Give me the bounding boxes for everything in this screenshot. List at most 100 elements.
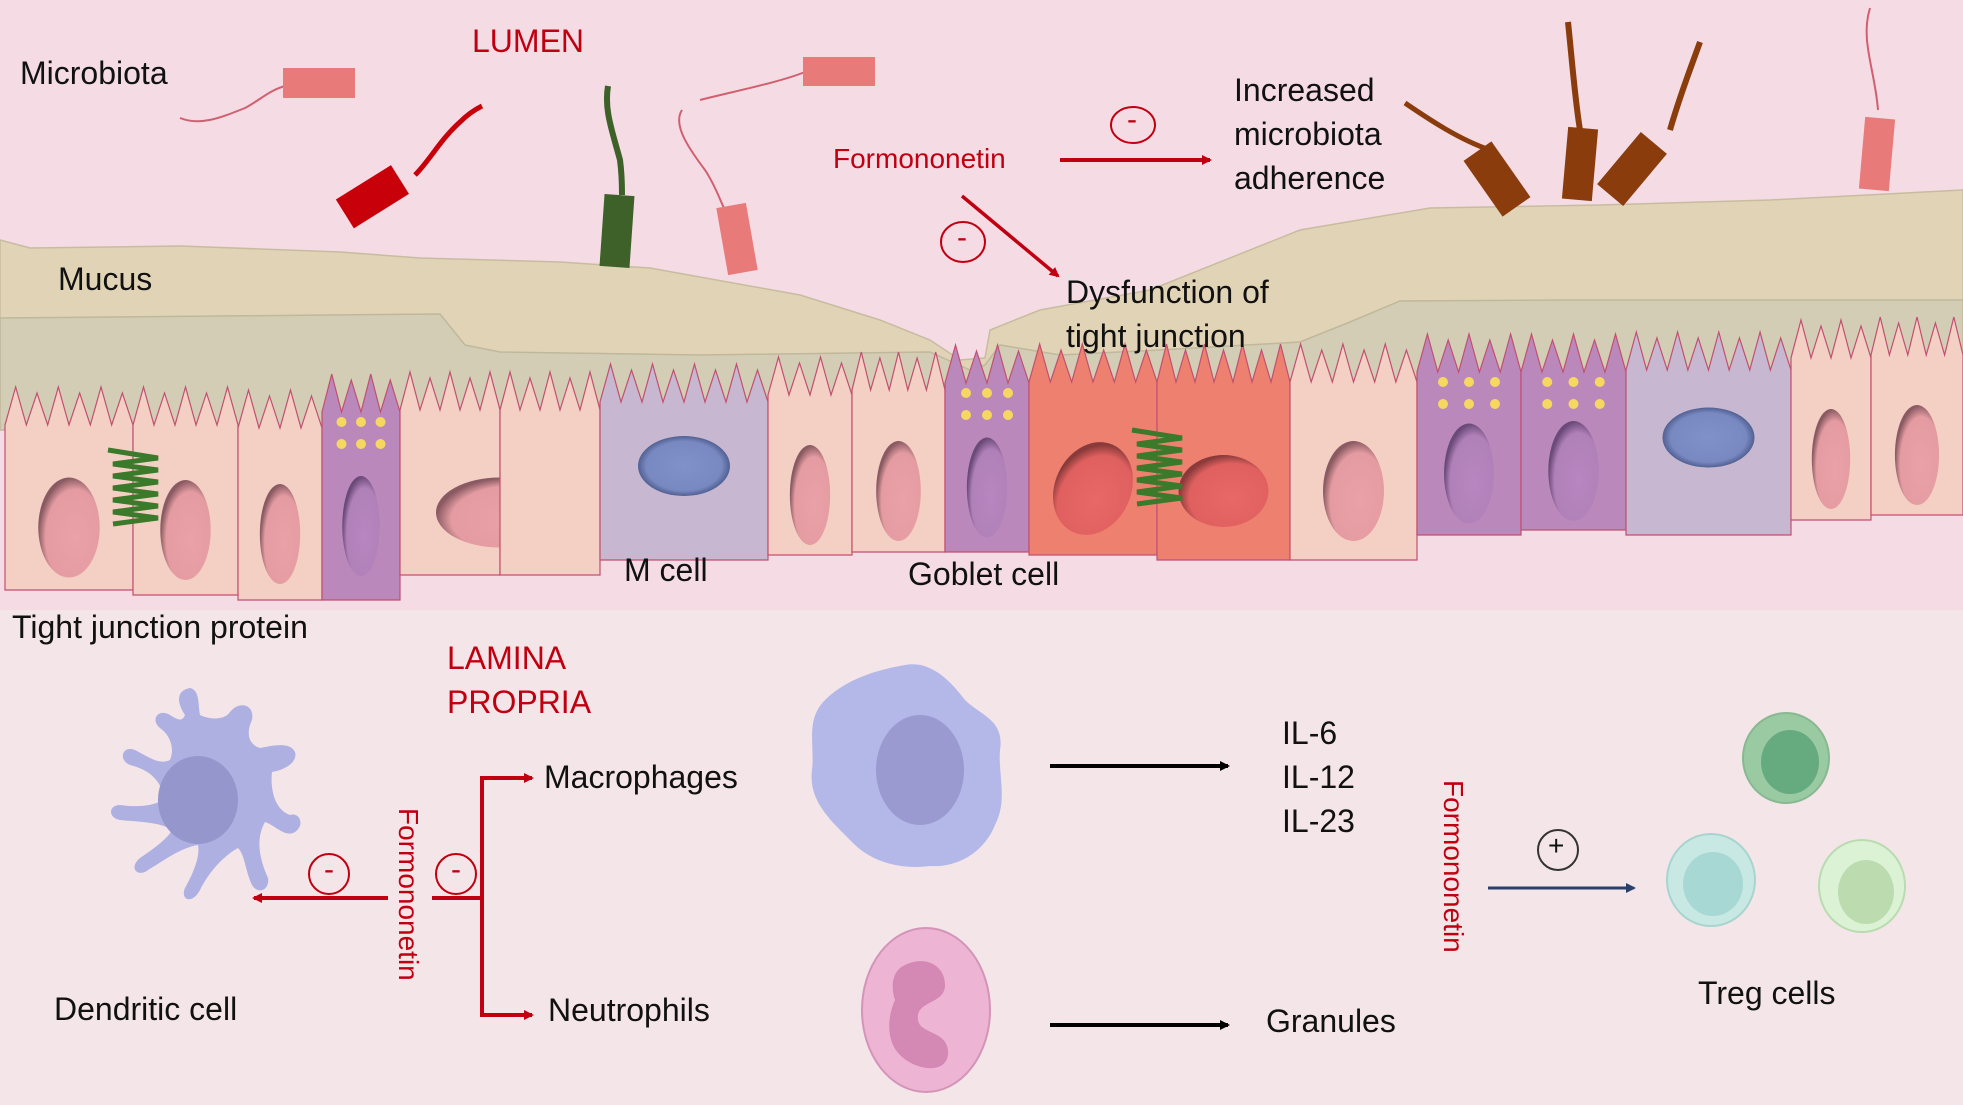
formononetin-label-lumen: Formononetin [833,143,1006,174]
mucin-granule [982,410,992,420]
epithelial-cell [1870,316,1963,516]
bacterium-pink-1 [179,68,355,123]
dendritic-cell-illustration [111,688,301,900]
mucin-granule [1464,399,1474,409]
nucleus [1178,455,1269,527]
bacterium-pink-3 [699,57,875,101]
inhibit-symbol-2: - [957,221,967,254]
goblet-cell [1520,331,1627,531]
nucleus [1323,441,1384,541]
goblet-cell [1416,331,1522,536]
mucin-granule [1568,399,1579,409]
epithelial-cell [499,369,601,576]
epithelial-cell [767,354,853,556]
epithelial-cell [1289,341,1418,561]
tight-junction-protein-label: Tight junction protein [12,609,308,645]
inhibit-circle-4 [435,853,477,895]
nucleus [638,436,730,496]
nucleus [1662,407,1755,468]
goblet-cell [321,373,401,601]
inhibit-symbol-3: - [324,853,334,886]
nucleus [1053,442,1133,535]
inhibit-circle-1 [1110,106,1156,144]
inhibit-circle-2 [940,221,986,263]
mucin-granule [1568,377,1579,387]
bacterium-red [335,103,484,229]
goblet-cell-label: Goblet cell [908,556,1060,592]
adherent-bacteria-brown [1403,21,1703,217]
mucin-granule [375,417,386,427]
mucin-granule [1003,388,1013,398]
tight-junction-protein-icon [107,447,159,527]
mucin-granule [961,388,971,398]
nucleus [789,445,831,545]
mucin-granule [356,417,366,427]
mucin-granule [1438,377,1448,387]
mucin-granule [1464,377,1474,387]
mucin-granule [1003,410,1013,420]
cytokine-il6-label: IL-6 [1282,715,1338,751]
microbiota-adherence-label: Increased microbiota adherence [1234,72,1386,196]
damaged-epithelial-cell [1156,343,1291,561]
epithelium [4,316,1963,601]
mucin-granule [982,388,992,398]
nucleus [38,477,100,578]
neutrophils-label: Neutrophils [548,992,710,1028]
neutrophil-illustration [861,927,991,1093]
granules-label: Granules [1266,1003,1396,1039]
tight-junction-protein-icon [1131,427,1183,507]
epithelial-cell [851,351,946,553]
arrow-to-tight-junction [960,194,1060,278]
promote-circle [1537,829,1579,871]
mucin-granule [336,417,347,427]
nucleus [160,480,211,580]
mucin-granule [1594,399,1605,409]
mucin-granule [1594,377,1605,387]
epithelial-cell [132,384,239,596]
nucleus [259,484,301,584]
nucleus [966,437,1008,538]
formononetin-label-lamina: Formononetin [392,808,424,981]
nucleus [1444,423,1494,524]
nucleus [1548,421,1599,521]
mucin-granule [375,439,386,449]
treg-cells-illustration [1666,712,1906,933]
cytokine-il12-label: IL-12 [1282,759,1355,795]
inhibit-symbol-1: - [1127,103,1137,136]
dendritic-cell-label: Dendritic cell [54,991,238,1027]
macrophage-illustration [811,664,1002,867]
mucin-granule [336,439,347,449]
nucleus [1811,409,1851,509]
formononetin-label-treg: Formononetin [1437,780,1469,953]
mucin-granule [1542,377,1553,387]
mucin-granule [961,410,971,420]
mucin-granule [1490,377,1500,387]
m-cell [599,361,769,561]
microbiota-label: Microbiota [20,55,168,91]
lumen-region-label: LUMEN [472,23,585,59]
m-cell-label: M cell [624,552,708,588]
mucin-granule [1438,399,1448,409]
epithelial-cell [1790,317,1872,521]
promote-symbol: + [1548,830,1565,861]
mucus-label: Mucus [58,261,153,297]
nucleus [342,476,380,576]
damaged-epithelial-cell [1028,341,1158,556]
bacterium-pink-2 [678,109,758,276]
goblet-cell [944,342,1030,553]
nucleus [876,441,921,541]
cytokine-il23-label: IL-23 [1282,803,1355,839]
nucleus [1894,405,1940,505]
lamina-propria-region-label: LAMINA PROPRIA [447,640,592,720]
mucin-granule [1542,399,1553,409]
mucin-granule [1490,399,1500,409]
inhibit-symbol-4: - [451,853,461,886]
inhibit-circle-3 [308,853,350,895]
mucin-granule [356,439,366,449]
bacterium-pink-4 [1858,7,1896,192]
epithelial-cell [4,384,134,591]
treg-cells-label: Treg cells [1698,975,1836,1011]
m-cell [1625,329,1792,536]
